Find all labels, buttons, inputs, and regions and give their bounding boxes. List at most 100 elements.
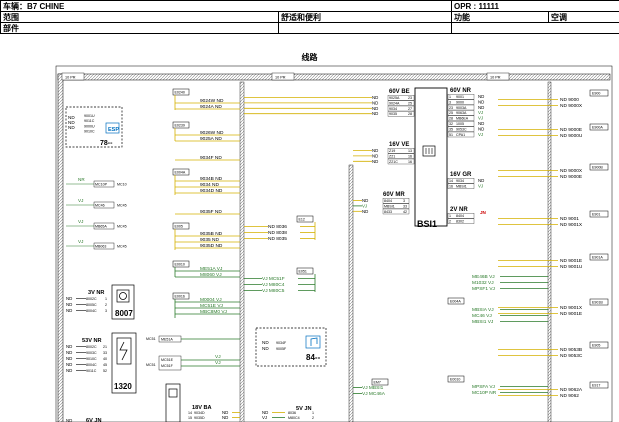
tag-e0010b: E0010 xyxy=(450,378,460,382)
left-wire-box-vj_mb65a xyxy=(93,222,115,230)
mid-label-g4-0: 9034B ND xyxy=(200,176,223,182)
tag-er0: E900 xyxy=(592,92,600,96)
bus-label-right-box xyxy=(486,72,510,81)
c5vjn-title: 5V JN xyxy=(296,406,312,412)
c16vve-nd-2: ND xyxy=(372,159,378,164)
c60vnr-nd-6: ND xyxy=(478,126,484,131)
right-r4-0: ND 9001E xyxy=(560,258,582,264)
bsi-c60vbe-pin-box-2 xyxy=(387,105,415,112)
bsi-c16vve-pin-0: Z19 xyxy=(389,149,395,153)
right-e0010-0: MPSFA VJ xyxy=(472,384,496,390)
c53vnr-nd-2: ND xyxy=(66,356,72,361)
bsi-c16vgr-pin-box-1 xyxy=(447,183,475,189)
tag-er2: E900B xyxy=(592,166,603,170)
tag-e005: E005 xyxy=(175,225,183,229)
tag-er3-box xyxy=(589,210,609,218)
right-vj-1: M1032 VJ xyxy=(472,280,494,286)
tag-er7-box xyxy=(589,381,609,389)
bsi-c60vnr-pin-7: CPA1 xyxy=(456,133,465,137)
mid-label-g1-1: 9024A ND xyxy=(200,104,222,110)
bsi-c16vve-title: 16V VE xyxy=(389,142,409,148)
bsi-c16vve-pin-1: Z21 xyxy=(389,154,395,158)
mc51-pin: ME51A xyxy=(161,338,173,342)
mid-label-g8-1: MC51E VJ xyxy=(200,303,224,309)
bsi-c60vnr-num-0: 1 xyxy=(449,95,451,99)
bsi-c60vnr-num-6: 35 xyxy=(449,127,453,131)
bsi-c60vnr-pin-box-5 xyxy=(447,121,475,127)
m84-pin-0: 9034F xyxy=(276,341,287,345)
mc51b-vj-1: VJ xyxy=(215,354,221,360)
c53vnr-nd-1: ND xyxy=(66,350,72,355)
bsi-c60vbe-pin-1: 9024A xyxy=(389,101,400,105)
component-label: 部件 xyxy=(0,22,279,34)
right-vj-0: ME46B VJ xyxy=(472,274,495,280)
left-wire-pin-nr_mc10p: MC10P xyxy=(95,183,108,187)
bsi-c60vnr-pin-1: 9000 xyxy=(456,100,464,104)
bsi-c16vve-pin-box-2 xyxy=(387,158,415,165)
e12-nd-1: ND 8038 xyxy=(268,230,287,236)
c6vjn-title: 6V JN xyxy=(86,418,102,422)
tag-er4-box xyxy=(589,253,609,261)
bsi-c60vbe-pin-box-0 xyxy=(387,95,415,101)
vjmc-0: VJ MC51F xyxy=(262,276,285,282)
top-bus xyxy=(57,73,611,81)
tag-e0239-box xyxy=(172,121,190,129)
c3vnr-num-1: 2 xyxy=(105,303,107,307)
mid-label-g2-0: 9026W ND xyxy=(200,130,224,136)
c18v-pin-0: 9034D xyxy=(194,411,205,415)
tag-e0239: E0239 xyxy=(175,124,185,128)
mc51b-box xyxy=(158,355,182,371)
right-r1-0: ND 9000E xyxy=(560,127,582,133)
tag-er6-box xyxy=(589,341,609,349)
c3vnr-nd-2: ND xyxy=(66,308,72,313)
esp-name: ESP xyxy=(108,127,119,133)
mid-label-g6-1: 9035 ND xyxy=(200,237,219,243)
bsi-c60vnr-num-1: 3 xyxy=(449,100,451,104)
m84-pin-1: 9005F xyxy=(276,347,287,351)
bsi-c60vnr-pin-3: 9063A xyxy=(456,111,467,115)
c53vnr-nd-3: ND xyxy=(66,362,72,367)
bsi-c60vnr-pin-box-6 xyxy=(447,126,475,132)
tag-e004a-2: E004A xyxy=(450,300,461,304)
bsi-c60vnr-pin-box-1 xyxy=(447,99,475,105)
left-bus xyxy=(57,73,64,422)
c60vbe-nd-2: ND xyxy=(372,106,378,111)
c60vbe-nd-0: ND xyxy=(372,95,378,100)
bsi-c16vgr-title: 16V GR xyxy=(450,172,472,178)
connector-icon xyxy=(168,388,178,398)
bsi-c60vnr-title: 60V NR xyxy=(450,88,472,94)
mid-label-g3-0: 9034F ND xyxy=(200,155,222,161)
gear-icon xyxy=(116,289,130,303)
bsi-c16vve-pin-2: Z21C xyxy=(389,160,398,164)
c5vjn-num-0: 1 xyxy=(312,411,314,415)
right-r7-1: ND 9062 xyxy=(560,393,579,399)
bsi-c60vmr-num-1: 33 xyxy=(403,204,407,208)
left-wire-pin-vj_mc46: MC46 xyxy=(95,204,105,208)
mid-label-g1-0: 9024W ND xyxy=(200,98,224,104)
bsi-c60vmr-pin-box-2 xyxy=(382,208,410,215)
c16vve-nd-0: ND xyxy=(372,148,378,153)
c18v-num-0: 14 xyxy=(188,411,192,415)
bsi-c2vnr-pin-0: 8404 xyxy=(456,214,464,218)
bsi-c60vbe-pin-0: 9025A xyxy=(389,96,400,100)
tag-er1: E900A xyxy=(592,126,603,130)
c60vnr-nd-0: ND xyxy=(478,94,484,99)
em7-vj-0: VJ MBSI1 xyxy=(362,385,384,391)
bus-label-mid: 10 PR xyxy=(275,75,286,79)
mid-label-g7-1: M8060 VJ xyxy=(200,272,222,278)
header-table: 车辆：B7 CHINE OPR : 11111 范围 舒适和便利 功能 空调 部… xyxy=(0,0,619,34)
esp-pin-1: 9011C xyxy=(84,119,95,123)
e12-nd-0: ND 8036 xyxy=(268,224,287,230)
mc51b-vj-2: VJ xyxy=(215,360,221,366)
bsi-c2vnr-pin-box-0 xyxy=(447,213,475,219)
c16vgr-nd-0: ND xyxy=(478,178,484,183)
bsi-c60vnr-pin-2: 9003A xyxy=(456,106,467,110)
tag-er3: E901 xyxy=(592,213,600,217)
module-8007-ref: 8007 xyxy=(115,309,133,318)
tag-e004a-box xyxy=(172,168,190,176)
left-wire-pin-vj_mb65a: MB65A xyxy=(95,225,107,229)
right-vj-2: MPSF1 VJ xyxy=(472,286,496,292)
left-wire-label-nr_mc10p: NR xyxy=(78,177,85,182)
module-1320-ref: 1320 xyxy=(114,382,132,391)
